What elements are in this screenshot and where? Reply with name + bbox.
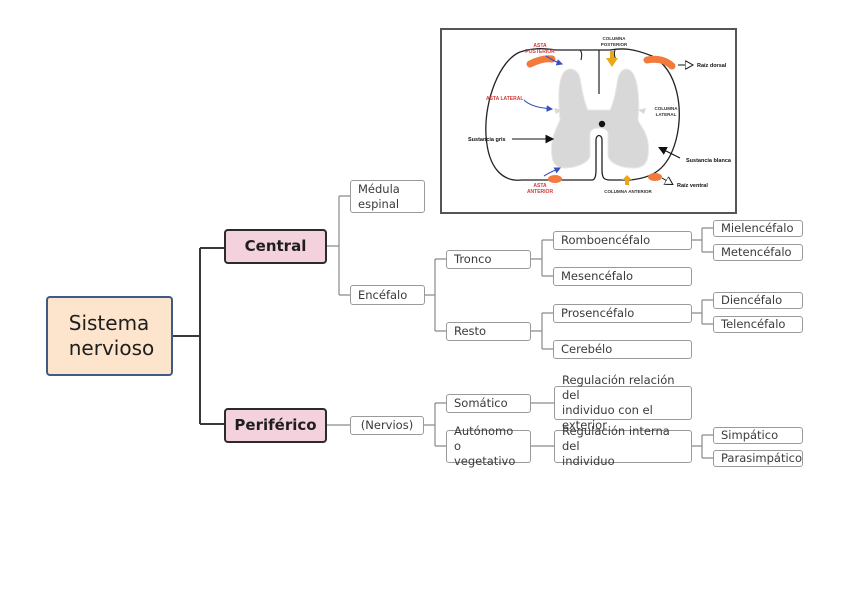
node-cerebelo[interactable]: Cerebélo <box>553 340 692 359</box>
node-encefalo[interactable]: Encéfalo <box>350 285 425 305</box>
label-asta-lateral: ASTA LATERAL <box>486 96 523 102</box>
node-autonomo[interactable]: Autónomo o vegetativo <box>446 424 531 468</box>
node-autonomo-label: Autónomo o vegetativo <box>454 424 516 468</box>
label-columna-anterior: COLUMNA ANTERIOR <box>604 189 652 194</box>
gray-matter <box>551 68 649 169</box>
node-resto-label: Resto <box>454 324 487 338</box>
connector-resto <box>531 312 553 350</box>
node-regulacion-interna[interactable]: Regulación interna del individuo <box>554 424 692 468</box>
asta-posterior-arrow <box>545 55 564 66</box>
node-periferico[interactable]: Periférico <box>224 408 327 443</box>
connector-root <box>173 247 224 425</box>
connector-encefalo <box>425 258 446 332</box>
connector-romboencefalo <box>692 227 713 253</box>
label-columna-posterior-1: COLUMNA <box>603 36 627 41</box>
node-prosencefalo[interactable]: Prosencéfalo <box>553 304 692 323</box>
node-diencefalo[interactable]: Diencéfalo <box>713 292 803 309</box>
columna-anterior-arrow <box>622 175 632 185</box>
node-metencefalo[interactable]: Metencéfalo <box>713 244 803 261</box>
label-columna-lateral-1: COLUMNA <box>655 106 679 111</box>
ventral-root-right <box>648 173 662 181</box>
node-regulacion-interna-label: Regulación interna del individuo <box>562 424 670 468</box>
node-parasimpatico-label: Parasimpático <box>721 451 803 465</box>
node-central-label: Central <box>244 237 307 255</box>
node-mielencefalo-label: Mielencéfalo <box>721 221 794 235</box>
node-tronco[interactable]: Tronco <box>446 250 531 269</box>
node-nervios[interactable]: (Nervios) <box>350 416 424 435</box>
sustancia-blanca-arrow <box>658 147 681 159</box>
connector-prosencefalo <box>692 299 713 325</box>
node-metencefalo-label: Metencéfalo <box>721 245 792 259</box>
raiz-ventral-arrow <box>661 178 672 184</box>
label-asta-anterior-2: ANTERIOR <box>527 189 554 195</box>
node-telencefalo-label: Telencéfalo <box>721 317 786 331</box>
node-somatico-label: Somático <box>454 396 508 410</box>
columna-posterior-arrow <box>606 51 618 67</box>
dorsal-root-right <box>643 55 676 70</box>
connector-central <box>327 195 350 296</box>
node-telencefalo[interactable]: Telencéfalo <box>713 316 803 333</box>
label-raiz-ventral: Raíz ventral <box>677 183 708 189</box>
node-medula-espinal-label: Médula espinal <box>358 181 400 211</box>
label-asta-posterior-2: POSTERIOR <box>525 49 555 55</box>
spinal-cord-figure: ASTA POSTERIOR COLUMNA POSTERIOR Raíz do… <box>440 28 737 214</box>
node-parasimpatico[interactable]: Parasimpático <box>713 450 803 467</box>
node-tronco-label: Tronco <box>454 252 492 266</box>
node-resto[interactable]: Resto <box>446 322 531 341</box>
node-mesencefalo-label: Mesencéfalo <box>561 269 634 283</box>
label-sustancia-blanca: Sustancia blanca <box>686 158 732 164</box>
label-columna-posterior-2: POSTERIOR <box>601 42 628 47</box>
node-diencefalo-label: Diencéfalo <box>721 293 783 307</box>
node-prosencefalo-label: Prosencéfalo <box>561 306 635 320</box>
node-medula-espinal[interactable]: Médula espinal <box>350 180 425 213</box>
node-regulacion-relacion[interactable]: Regulación relación del individuo con el… <box>554 373 692 432</box>
asta-anterior-arrow <box>543 167 561 177</box>
node-simpatico[interactable]: Simpático <box>713 427 803 444</box>
spinal-cord-drawing: ASTA POSTERIOR COLUMNA POSTERIOR Raíz do… <box>468 36 732 195</box>
central-canal <box>598 120 606 128</box>
node-encefalo-label: Encéfalo <box>358 287 408 302</box>
node-nervios-label: (Nervios) <box>360 418 414 432</box>
label-columna-lateral-2: LATERAL <box>656 112 677 117</box>
label-asta-posterior-1: ASTA <box>533 43 547 49</box>
node-simpatico-label: Simpático <box>721 428 779 442</box>
label-raiz-dorsal: Raíz dorsal <box>697 63 727 69</box>
node-periferico-label: Periférico <box>234 416 317 434</box>
node-romboencefalo-label: Romboencéfalo <box>561 233 651 247</box>
node-somatico[interactable]: Somático <box>446 394 531 413</box>
asta-lateral-arrow <box>523 99 554 112</box>
root-node-sistema-nervioso[interactable]: Sistema nervioso <box>46 296 173 376</box>
root-label: Sistema nervioso <box>68 311 155 360</box>
connector-nervios <box>424 402 446 447</box>
node-regulacion-relacion-label: Regulación relación del individuo con el… <box>562 373 675 432</box>
label-asta-anterior-1: ASTA <box>533 183 547 189</box>
label-sustancia-gris: Sustancia gris <box>468 137 506 143</box>
node-mesencefalo[interactable]: Mesencéfalo <box>553 267 692 286</box>
connector-tronco <box>531 239 553 277</box>
node-cerebelo-label: Cerebélo <box>561 342 613 356</box>
ventral-root-left <box>548 175 562 183</box>
connector-regulacion-interna <box>692 434 713 459</box>
node-mielencefalo[interactable]: Mielencéfalo <box>713 220 803 237</box>
node-central[interactable]: Central <box>224 229 327 264</box>
node-romboencefalo[interactable]: Romboencéfalo <box>553 231 692 250</box>
